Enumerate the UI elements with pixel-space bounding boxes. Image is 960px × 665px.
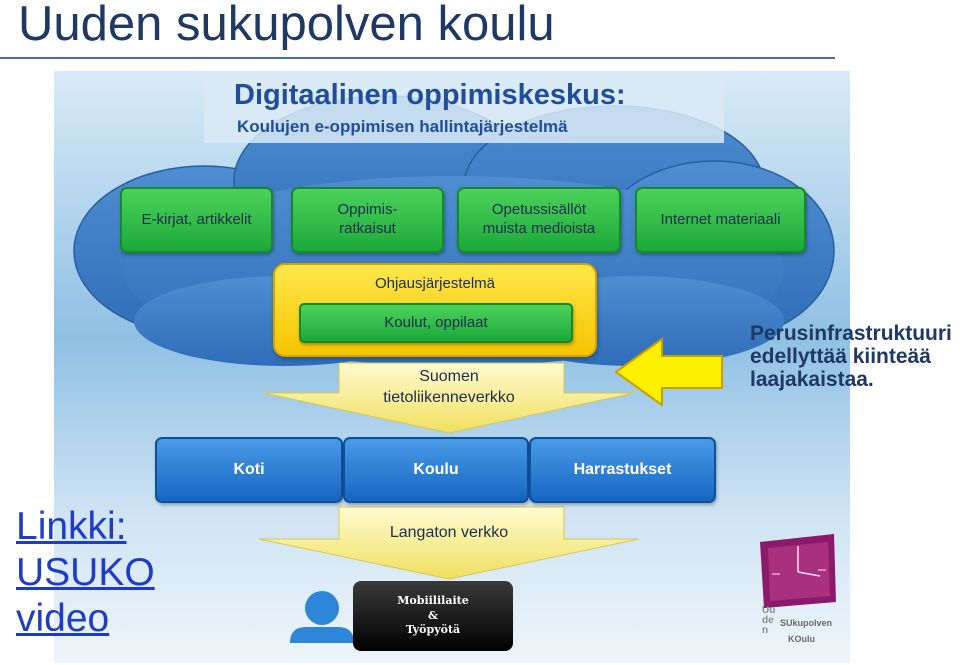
- wireless-arrow-label: Langaton verkko: [389, 524, 509, 541]
- schools-students-box: Koulut, oppilaat: [299, 303, 573, 343]
- device-label: Mobiililaite & Työpyötä: [397, 593, 469, 637]
- down-arrow-network: [263, 362, 635, 434]
- logo-graphic: [760, 534, 836, 608]
- cloud-box-label: E-kirjat, artikkelit: [141, 210, 252, 228]
- location-label: Harrastukset: [573, 461, 672, 478]
- cloud-box-label: Internet materiaali: [660, 210, 781, 228]
- network-arrow-label: Suomen tietoliikenneverkko: [383, 368, 515, 406]
- control-system-label: Ohjausjärjestelmä: [374, 275, 496, 292]
- title-divider: [0, 57, 835, 59]
- location-box-hobbies: Harrastukset: [529, 437, 716, 503]
- logo-line2: KOulu: [788, 634, 815, 644]
- location-box-home: Koti: [155, 437, 343, 503]
- down-arrow-wireless: [258, 506, 640, 580]
- schools-students-label: Koulut, oppilaat: [384, 313, 488, 331]
- cloud-box-internet: Internet materiaali: [635, 187, 806, 253]
- location-label: Koulu: [413, 461, 459, 478]
- infrastructure-note: Perusinfrastruktuuri edellyttää kiinteää…: [750, 322, 952, 391]
- user-icon: [290, 591, 354, 643]
- diagram-title: Digitaalinen oppimiskeskus:: [234, 79, 626, 111]
- device-box: Mobiililaite & Työpyötä: [353, 581, 513, 651]
- cloud-box-learning-solutions: Oppimis- ratkaisut: [291, 187, 444, 253]
- location-box-school: Koulu: [343, 437, 529, 503]
- cloud-box-curriculum: Opetussisällöt muista medioista: [457, 187, 621, 253]
- arrow-left-icon: [614, 337, 723, 407]
- slide-title: Uuden sukupolven koulu: [18, 0, 555, 51]
- diagram-subtitle: Koulujen e-oppimisen hallintajärjestelmä: [237, 117, 568, 136]
- cloud-box-label: Opetussisällöt muista medioista: [482, 201, 596, 237]
- note-line: laajakaistaa.: [750, 368, 874, 392]
- link-line[interactable]: video: [16, 597, 110, 641]
- logo-line1: SUkupolven: [780, 618, 833, 628]
- cloud-box-ebooks: E-kirjat, artikkelit: [120, 187, 273, 253]
- note-line: edellyttää kiinteää: [750, 345, 931, 369]
- usuko-logo: Uuden SUkupolven KOulu: [758, 534, 858, 659]
- diagram-image: Digitaalinen oppimiskeskus: Koulujen e-o…: [54, 71, 850, 663]
- logo-vertical-text: Uuden: [762, 605, 776, 636]
- link-line[interactable]: Linkki:: [16, 505, 127, 548]
- control-system-box: Ohjausjärjestelmä Koulut, oppilaat: [273, 263, 597, 357]
- location-label: Koti: [233, 461, 265, 478]
- note-line: Perusinfrastruktuuri: [750, 322, 952, 345]
- usuko-video-link[interactable]: Linkki: USUKO video: [16, 504, 155, 642]
- cloud-box-label: Oppimis- ratkaisut: [337, 201, 398, 237]
- link-line[interactable]: USUKO: [16, 551, 155, 595]
